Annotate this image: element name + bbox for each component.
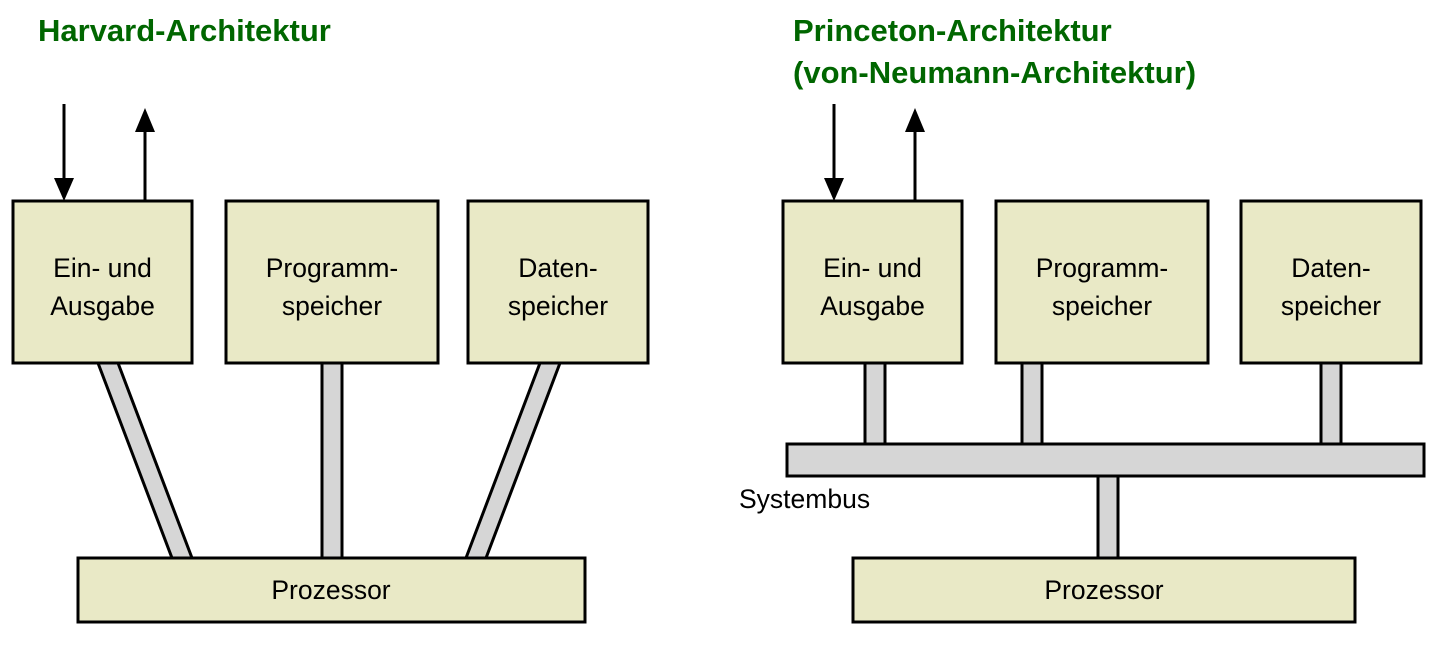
harvard-node-data-memory[interactable]: Daten- speicher: [466, 199, 650, 365]
harvard-connector-program-memory: [320, 361, 344, 560]
harvard-node-io-label-line-1: Ein- und: [53, 253, 152, 283]
harvard-node-data-memory-label-line-1: Daten-: [518, 253, 598, 283]
harvard-node-program-memory-label-line-2: speicher: [282, 291, 382, 321]
princeton-node-data-memory[interactable]: Daten- speicher: [1239, 199, 1423, 365]
princeton-processor[interactable]: Prozessor: [851, 556, 1357, 624]
princeton-node-io-label-line-1: Ein- und: [823, 253, 922, 283]
harvard-input-arrow: [54, 104, 74, 201]
princeton-connector-processor: [1096, 472, 1120, 562]
harvard-title-line-1: Harvard-Architektur: [38, 13, 331, 48]
princeton-system-bus-label: Systembus: [739, 484, 870, 514]
harvard-processor-label: Prozessor: [271, 575, 390, 605]
princeton-title-line-1: Princeton-Architektur: [793, 13, 1112, 48]
harvard-node-program-memory[interactable]: Programm- speicher: [224, 199, 440, 365]
princeton-diagram: Princeton-Architektur (von-Neumann-Archi…: [739, 13, 1426, 624]
harvard-node-io-label-line-2: Ausgabe: [50, 291, 155, 321]
princeton-node-io-label-line-2: Ausgabe: [820, 291, 925, 321]
harvard-connector-io: [95, 361, 195, 560]
princeton-node-io[interactable]: Ein- und Ausgabe: [781, 199, 964, 365]
harvard-diagram: Harvard-Architektur Ein- und Ausgabe: [11, 13, 650, 624]
princeton-node-program-memory-label-line-2: speicher: [1052, 291, 1152, 321]
princeton-processor-label: Prozessor: [1044, 575, 1163, 605]
harvard-connector-data-memory: [463, 361, 563, 560]
princeton-connector-data-memory: [1319, 361, 1343, 448]
harvard-node-program-memory-label-line-1: Programm-: [266, 253, 399, 283]
princeton-node-program-memory[interactable]: Programm- speicher: [994, 199, 1210, 365]
princeton-node-data-memory-label-line-2: speicher: [1281, 291, 1381, 321]
princeton-title-line-2: (von-Neumann-Architektur): [793, 55, 1196, 90]
harvard-node-data-memory-label-line-2: speicher: [508, 291, 608, 321]
princeton-input-arrow: [824, 104, 844, 201]
princeton-connector-program-memory: [1020, 361, 1044, 448]
princeton-output-arrow: [905, 108, 925, 201]
princeton-node-program-memory-label-line-1: Programm-: [1036, 253, 1169, 283]
harvard-processor[interactable]: Prozessor: [76, 556, 587, 624]
harvard-output-arrow: [135, 108, 155, 201]
harvard-node-io[interactable]: Ein- und Ausgabe: [11, 199, 194, 365]
princeton-system-bus[interactable]: [785, 442, 1426, 478]
princeton-node-data-memory-label-line-1: Daten-: [1291, 253, 1371, 283]
princeton-connector-io: [863, 361, 887, 448]
